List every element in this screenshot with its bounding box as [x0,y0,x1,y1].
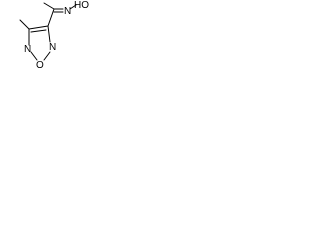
ring-n-left-label: N [24,44,31,55]
methyl-ring-bond [19,19,30,30]
ring-bond-top [28,25,49,30]
ring-bond-right [47,25,51,43]
oxime-n-label: N [64,6,71,17]
acetyl-ring-bond [47,8,55,27]
methyl-acetyl-bond [43,2,55,10]
oxime-n-oh-bond [69,4,77,10]
ring-double-bond-top [30,29,47,33]
oxime-oh-label: HO [74,0,89,11]
chemical-structure: N HO N O N [19,0,89,71]
structure-canvas: N HO N O N [0,0,89,79]
ring-n-right-label: N [49,42,56,53]
ring-bond-bottom-right [43,51,51,61]
ring-o-label: O [36,60,44,71]
ring-bond-bottom-left [30,51,38,61]
